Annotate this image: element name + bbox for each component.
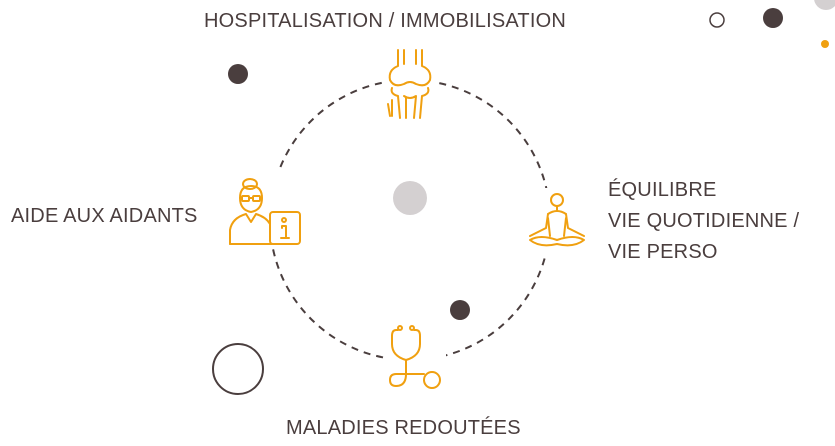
label-equilibre-line-2: VIE QUOTIDIENNE / [608,210,800,232]
center-grey-dot [393,181,427,215]
hollow-ring-bottom-left [212,343,264,395]
stethoscope-icon [389,325,441,389]
knee-joint-icon [387,49,432,119]
dark-dot-lower-right [450,300,470,320]
hollow-dot-top-right [709,12,725,28]
label-equilibre: ÉQUILIBRE VIE QUOTIDIENNE / VIE PERSO [608,175,799,268]
dark-dot-top-right [763,8,783,28]
label-equilibre-line-3: VIE PERSO [608,241,718,263]
dark-dot-top-left [228,64,248,84]
label-aide-aux-aidants: AIDE AUX AIDANTS [11,205,198,227]
label-equilibre-line-1: ÉQUILIBRE [608,179,717,201]
label-maladies-redoutees: MALADIES REDOUTÉES [286,417,521,439]
grey-partial-dot-corner [814,0,835,10]
label-hospitalisation: HOSPITALISATION / IMMOBILISATION [204,10,567,32]
meditation-icon [529,193,585,247]
caregiver-icon [229,178,301,245]
orange-dot-top-right [821,40,829,48]
